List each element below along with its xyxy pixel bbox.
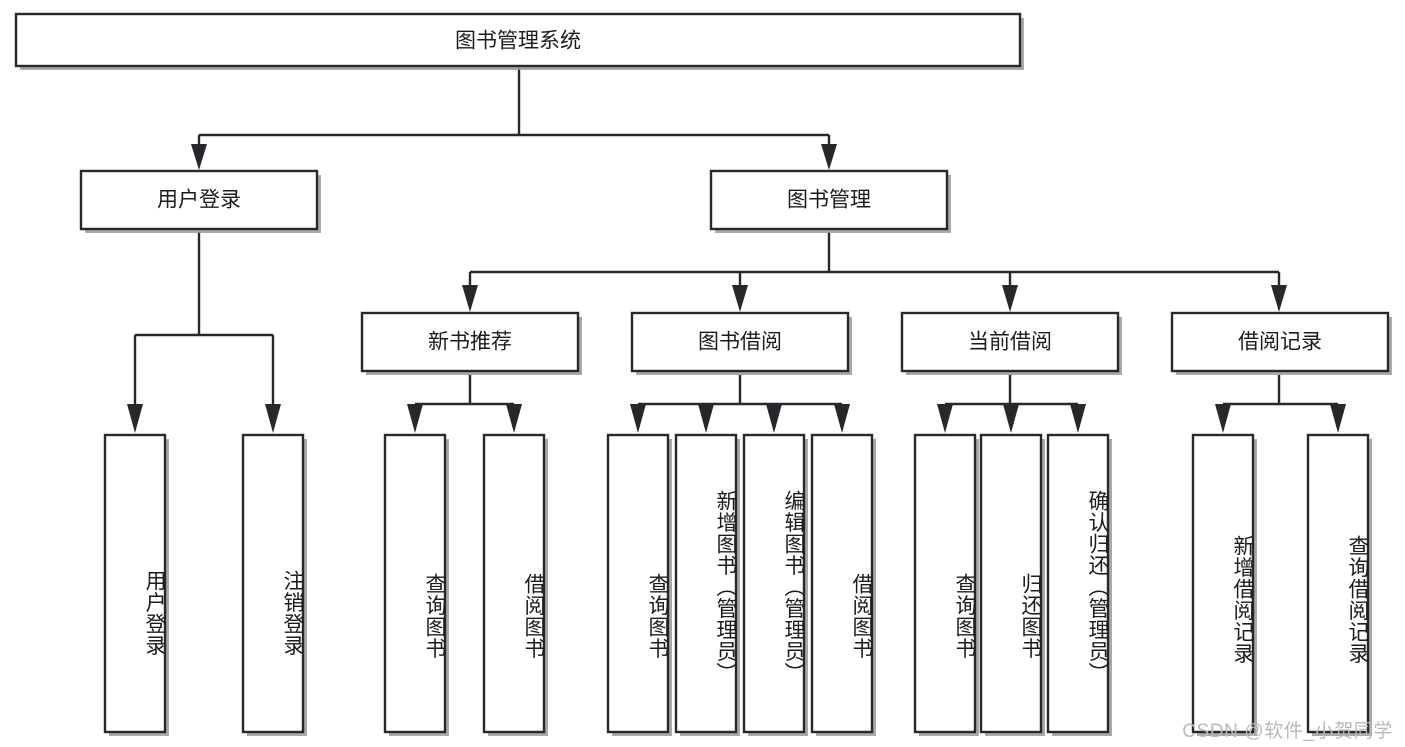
arrow-leaf-query-book-2	[630, 404, 646, 433]
node-new-book-recommend[interactable]: 新书推荐	[360, 311, 582, 375]
new-book-recommend-label: 新书推荐	[428, 331, 512, 354]
leaf-edit-book-box[interactable]	[742, 433, 806, 734]
leaf-query-record-box[interactable]	[1306, 433, 1370, 734]
arrow-book-borrow	[732, 285, 748, 312]
book-manage-box[interactable]	[709, 169, 949, 231]
node-current-borrow[interactable]: 当前借阅	[900, 311, 1122, 375]
csdn-watermark: CSDN @软件_小贺同学	[1182, 721, 1393, 742]
node-book-borrow[interactable]: 图书借阅	[630, 311, 852, 375]
connector-group-borrow-record	[1215, 375, 1346, 433]
arrow-leaf-borrow-book-1	[506, 404, 522, 433]
book-manage-label: 图书管理	[787, 189, 871, 212]
book-borrow-label: 图书借阅	[698, 331, 782, 354]
node-borrow-record[interactable]: 借阅记录	[1170, 311, 1392, 375]
connector-group-user-login	[127, 232, 281, 433]
leaf-box-group	[103, 433, 1372, 736]
arrow-leaf-query-book-3	[937, 404, 953, 433]
connector-group-book-manage	[462, 232, 1287, 312]
arrow-leaf-add-book	[698, 404, 714, 433]
current-borrow-label: 当前借阅	[968, 331, 1052, 354]
node-user-login[interactable]: 用户登录	[79, 169, 321, 233]
leaf-query-book-2-box[interactable]	[606, 433, 670, 734]
connector-group-current-borrow	[937, 375, 1086, 433]
leaf-user-login-box[interactable]	[103, 433, 167, 734]
arrow-leaf-edit-book	[766, 404, 782, 433]
leaf-query-book-3-box[interactable]	[913, 433, 977, 734]
node-root[interactable]: 图书管理系统	[14, 12, 1024, 70]
arrow-leaf-confirm-return	[1070, 404, 1086, 433]
leaf-add-record-box[interactable]	[1191, 433, 1255, 734]
book-borrow-box[interactable]	[630, 311, 850, 373]
connector-group-root	[191, 68, 837, 170]
arrow-leaf-query-book-1	[407, 404, 423, 433]
leaf-add-book-box[interactable]	[674, 433, 738, 734]
new-book-recommend-box[interactable]	[360, 311, 580, 373]
user-login-label: 用户登录	[157, 189, 241, 212]
leaf-borrow-book-2-box[interactable]	[810, 433, 874, 734]
arrow-current-borrow	[1002, 285, 1018, 312]
root-box[interactable]	[14, 12, 1022, 68]
leaf-user-logout-box[interactable]	[241, 433, 305, 734]
leaf-confirm-return-box[interactable]	[1046, 433, 1110, 734]
arrow-leaf-borrow-book-2	[834, 404, 850, 433]
arrow-new-book-recommend	[462, 285, 478, 312]
current-borrow-box[interactable]	[900, 311, 1120, 373]
node-book-manage[interactable]: 图书管理	[709, 169, 951, 233]
connector-group-new-book-recommend	[407, 375, 522, 433]
leaf-borrow-book-1-box[interactable]	[482, 433, 546, 734]
arrow-leaf-query-record	[1330, 404, 1346, 433]
leaf-return-book-box[interactable]	[979, 433, 1043, 734]
root-label: 图书管理系统	[455, 30, 581, 53]
connector-group-book-borrow	[630, 375, 850, 433]
user-login-box[interactable]	[79, 169, 319, 231]
arrow-leaf-user-logout	[265, 404, 281, 433]
arrow-leaf-user-login	[127, 404, 143, 433]
leaf-query-book-1-box[interactable]	[383, 433, 447, 734]
arrow-borrow-record	[1271, 285, 1287, 312]
arrow-leaf-add-record	[1215, 404, 1231, 433]
borrow-record-label: 借阅记录	[1238, 331, 1322, 354]
arrow-leaf-return-book	[1003, 404, 1019, 433]
borrow-record-box[interactable]	[1170, 311, 1390, 373]
arrow-to-user-login	[191, 144, 207, 170]
arrow-to-book-manage	[821, 144, 837, 170]
